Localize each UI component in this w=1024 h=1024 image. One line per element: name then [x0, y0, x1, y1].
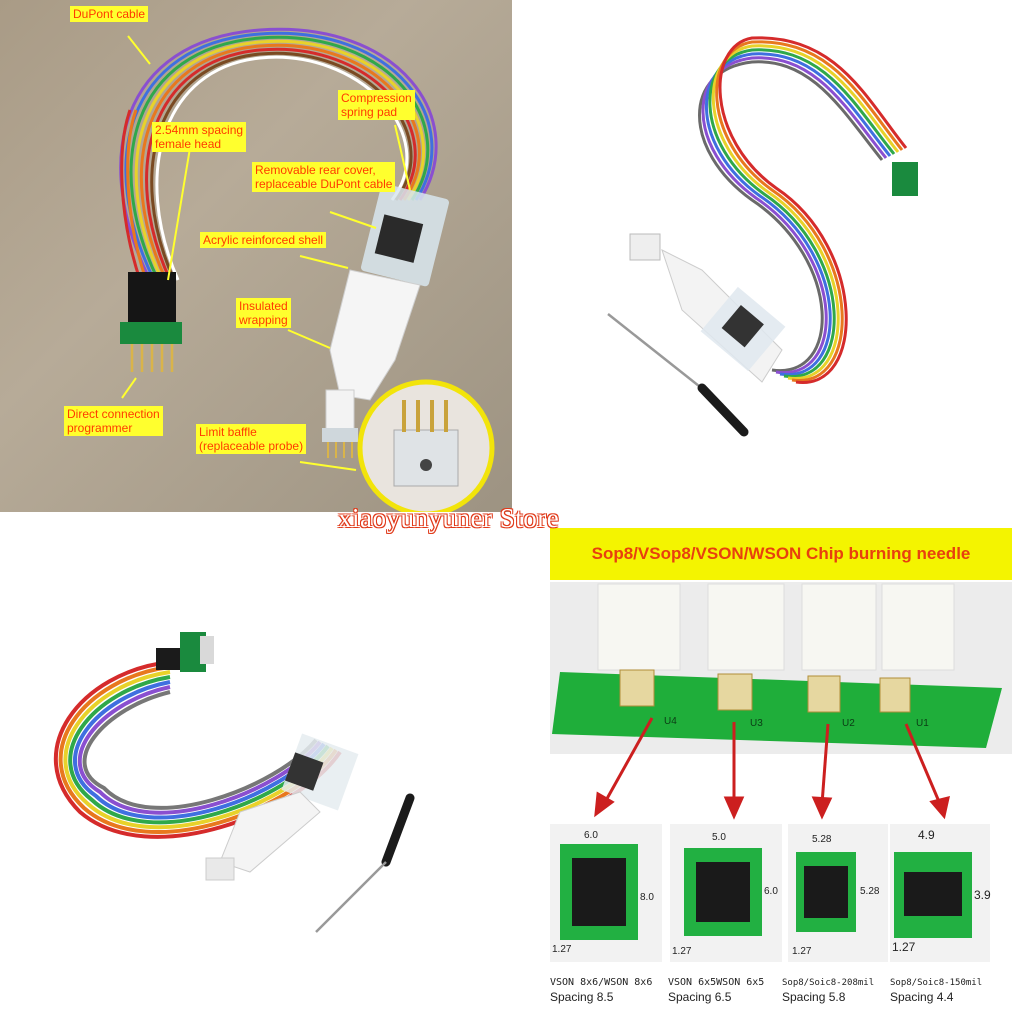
- chip2-spacing: Spacing 6.5: [668, 990, 732, 1004]
- board-label-u1: U1: [916, 718, 929, 729]
- probe-photo-illustration: [119, 27, 495, 512]
- ribbon-cable: [698, 36, 908, 384]
- magnified-probe-tip-inset: [357, 379, 495, 512]
- chip2-pin-pitch: 1.27: [672, 946, 692, 957]
- chip4-spacing: Spacing 4.4: [890, 990, 954, 1004]
- chip3-pin-pitch: 1.27: [792, 946, 812, 957]
- chip1-package: VSON 8x6/WSON 8x6: [550, 977, 653, 988]
- callout-arrows: [121, 35, 411, 471]
- chip4-pin-pitch: 1.27: [892, 940, 916, 954]
- chip2-side-dim: 6.0: [764, 886, 778, 897]
- chip1-caption: VSON 8x6/WSON 8x6 Spacing 8.5: [550, 976, 652, 1004]
- screwdriver: [315, 793, 415, 933]
- dupont-ribbon-cable: [119, 27, 438, 281]
- chip3-top-dim: 5.28: [812, 834, 832, 845]
- red-arrows: [594, 717, 950, 820]
- chip3-caption: Sop8/Soic8-208mil Spacing 5.8: [782, 976, 874, 1004]
- chip3-side-dim: 5.28: [860, 886, 880, 897]
- screwdriver: [607, 313, 749, 437]
- callout-insulated-wrapping: Insulated wrapping: [236, 298, 291, 328]
- chip2-top-dim: 5.0: [712, 832, 726, 843]
- callout-acrylic-shell: Acrylic reinforced shell: [200, 232, 327, 248]
- chip3-spacing: Spacing 5.8: [782, 990, 846, 1004]
- probe-body: [629, 233, 786, 383]
- chip2-package: VSON 6x5WSON 6x5: [668, 977, 765, 988]
- header-adapter-board: [892, 162, 918, 196]
- product-photo-rainbow-cable: [0, 512, 512, 1024]
- probe-body: [205, 733, 359, 881]
- chip1-side-dim: 8.0: [640, 892, 654, 903]
- chip-cards: [550, 824, 990, 962]
- probe-cable-illustration: [607, 36, 918, 437]
- rainbow-cable-illustration: [53, 632, 415, 933]
- chip1-top-dim: 6.0: [584, 830, 598, 841]
- board-label-u4: U4: [664, 716, 677, 727]
- product-photo-cable: [512, 0, 1024, 512]
- callout-removable-rear-cover: Removable rear cover, replaceable DuPont…: [252, 162, 396, 192]
- callout-female-head: 2.54mm spacing female head: [152, 122, 247, 152]
- chip4-side-dim: 3.9: [974, 888, 991, 902]
- chip3-package: Sop8/Soic8-208mil: [782, 978, 875, 988]
- annotated-product-photo: DuPont cable Compression spring pad 2.54…: [0, 0, 512, 512]
- chip4-top-dim: 4.9: [918, 828, 935, 842]
- probe-body: [322, 183, 449, 458]
- board-label-u2: U2: [842, 718, 855, 729]
- chip-spec-panel: Sop8/VSop8/VSON/WSON Chip burning needle: [512, 512, 1024, 1024]
- board-label-u3: U3: [750, 718, 763, 729]
- chip4-caption: Sop8/Soic8-150mil Spacing 4.4: [890, 976, 982, 1004]
- callout-compression-spring-pad: Compression spring pad: [338, 90, 415, 120]
- probe-heads-row: [597, 583, 955, 671]
- probe-tips: [619, 669, 911, 713]
- chip-board-illustration: [550, 582, 1012, 962]
- store-watermark: xiaoyunyuner Store: [338, 503, 560, 533]
- chip4-package: Sop8/Soic8-150mil: [890, 978, 983, 988]
- female-header-connector: [120, 272, 182, 372]
- callout-dupont-cable: DuPont cable: [70, 6, 149, 22]
- callout-direct-connection: Direct connection programmer: [64, 406, 163, 436]
- callout-limit-baffle: Limit baffle (replaceable probe): [196, 424, 307, 454]
- chip2-caption: VSON 6x5WSON 6x5 Spacing 6.5: [668, 976, 764, 1004]
- header-connector: [156, 632, 214, 672]
- chip1-pin-pitch: 1.27: [552, 944, 572, 955]
- chip1-spacing: Spacing 8.5: [550, 990, 614, 1004]
- chip-banner: Sop8/VSop8/VSON/WSON Chip burning needle: [550, 528, 1012, 580]
- rainbow-ribbon-cable: [53, 660, 342, 839]
